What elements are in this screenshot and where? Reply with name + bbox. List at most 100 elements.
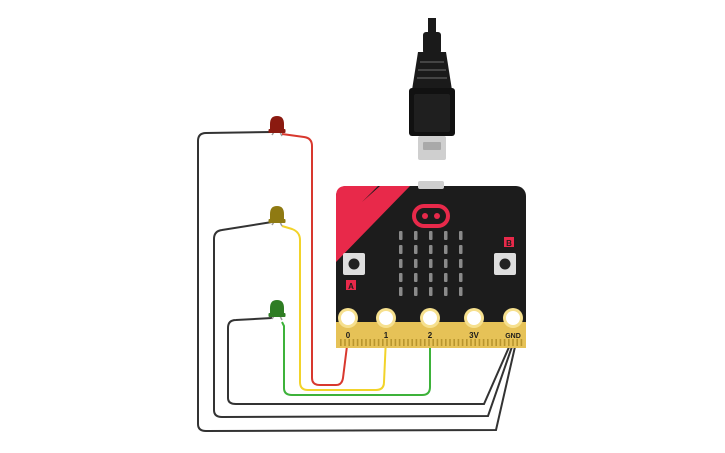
- connector-tooth: [508, 339, 510, 346]
- connector-tooth: [461, 339, 464, 346]
- led-yellow[interactable]: [268, 206, 286, 227]
- microbit-logo: [412, 204, 450, 228]
- matrix-led: [399, 273, 403, 282]
- led-rim: [268, 219, 286, 223]
- pin-3v[interactable]: 3V: [464, 308, 484, 340]
- connector-tooth: [474, 339, 476, 346]
- matrix-led: [444, 287, 448, 296]
- usb-socket: [418, 181, 444, 189]
- matrix-led: [414, 231, 418, 240]
- matrix-led: [444, 273, 448, 282]
- button-a-label: A: [348, 282, 354, 291]
- connector-tooth: [449, 339, 451, 346]
- connector-tooth: [520, 339, 523, 346]
- pin-label: 0: [346, 331, 351, 340]
- leds: [268, 116, 286, 321]
- signal-wire-green[interactable]: [281, 321, 431, 396]
- pin-hole[interactable]: [423, 311, 437, 325]
- ground-wire-yellow-led[interactable]: [213, 221, 516, 419]
- button-a-cap[interactable]: [348, 258, 360, 270]
- connector-tooth: [495, 339, 497, 346]
- matrix-led: [429, 287, 433, 296]
- button-b[interactable]: [494, 253, 516, 275]
- microbit-board: A B 0 1 2 3V GND: [336, 181, 526, 348]
- connector-tooth: [424, 339, 426, 346]
- matrix-led: [429, 259, 433, 268]
- led-rim: [268, 129, 286, 133]
- connector-tooth: [478, 339, 481, 346]
- pin-gnd[interactable]: GND: [503, 308, 523, 340]
- connector-tooth: [503, 339, 506, 346]
- pin-0[interactable]: 0: [338, 308, 358, 340]
- matrix-led: [399, 245, 403, 254]
- signal-wire-red[interactable]: [281, 133, 349, 386]
- button-b-label: B: [506, 239, 512, 248]
- matrix-led: [429, 231, 433, 240]
- matrix-led: [414, 245, 418, 254]
- connector-tooth: [487, 339, 489, 346]
- pin-2[interactable]: 2: [420, 308, 440, 340]
- led-matrix: [399, 231, 463, 296]
- matrix-led: [414, 259, 418, 268]
- matrix-led: [399, 259, 403, 268]
- connector-tooth: [453, 339, 455, 346]
- led-body[interactable]: [270, 300, 284, 317]
- led-green[interactable]: [268, 300, 286, 321]
- connector-tooth: [407, 339, 409, 346]
- connector-tooth: [415, 339, 418, 346]
- usb-cable[interactable]: [409, 18, 455, 160]
- button-b-cap[interactable]: [499, 258, 511, 270]
- matrix-led: [429, 245, 433, 254]
- pin-label: GND: [505, 333, 521, 340]
- connector-tooth: [386, 339, 388, 346]
- signal-wire-yellow[interactable]: [281, 225, 387, 391]
- matrix-led: [444, 259, 448, 268]
- pin-hole[interactable]: [341, 311, 355, 325]
- pin-label: 3V: [469, 331, 479, 340]
- connector-tooth: [491, 339, 493, 346]
- usb-connector-slot: [423, 142, 441, 150]
- board-accent-stripes: [336, 186, 410, 262]
- matrix-led: [399, 231, 403, 240]
- pin-pads: 0 1 2 3V GND: [338, 308, 523, 340]
- connector-tooth: [377, 339, 380, 346]
- connector-tooth: [382, 339, 384, 346]
- pin-hole[interactable]: [506, 311, 520, 325]
- logo-left-dot: [422, 213, 428, 219]
- pin-1[interactable]: 1: [376, 308, 396, 340]
- matrix-led: [459, 231, 463, 240]
- connector-tooth: [516, 339, 518, 346]
- connector-tooth: [411, 339, 413, 346]
- logo-right-dot: [434, 213, 440, 219]
- connector-tooth: [445, 339, 447, 346]
- usb-plug-housing-highlight: [414, 94, 450, 132]
- pin-label: 1: [384, 331, 389, 340]
- matrix-led: [459, 259, 463, 268]
- pin-hole[interactable]: [379, 311, 393, 325]
- ground-wire-red-led[interactable]: [197, 131, 518, 433]
- matrix-led: [414, 273, 418, 282]
- usb-strain-relief: [423, 32, 441, 54]
- ground-wires: [197, 131, 518, 433]
- connector-tooth: [398, 339, 401, 346]
- connector-tooth: [428, 339, 430, 346]
- connector-tooth: [369, 339, 371, 346]
- button-a[interactable]: [343, 253, 365, 275]
- matrix-led: [459, 287, 463, 296]
- led-body[interactable]: [270, 116, 284, 133]
- connector-tooth: [432, 339, 434, 346]
- connector-tooth: [356, 339, 359, 346]
- connector-tooth: [436, 339, 439, 346]
- connector-tooth: [470, 339, 472, 346]
- connector-tooth: [390, 339, 392, 346]
- led-body[interactable]: [270, 206, 284, 223]
- led-red[interactable]: [268, 116, 286, 137]
- button-b-marker: [504, 237, 514, 247]
- connector-tooth: [394, 339, 397, 346]
- matrix-led: [414, 287, 418, 296]
- pin-hole[interactable]: [467, 311, 481, 325]
- ground-wire-green-led[interactable]: [227, 317, 514, 405]
- matrix-led: [399, 287, 403, 296]
